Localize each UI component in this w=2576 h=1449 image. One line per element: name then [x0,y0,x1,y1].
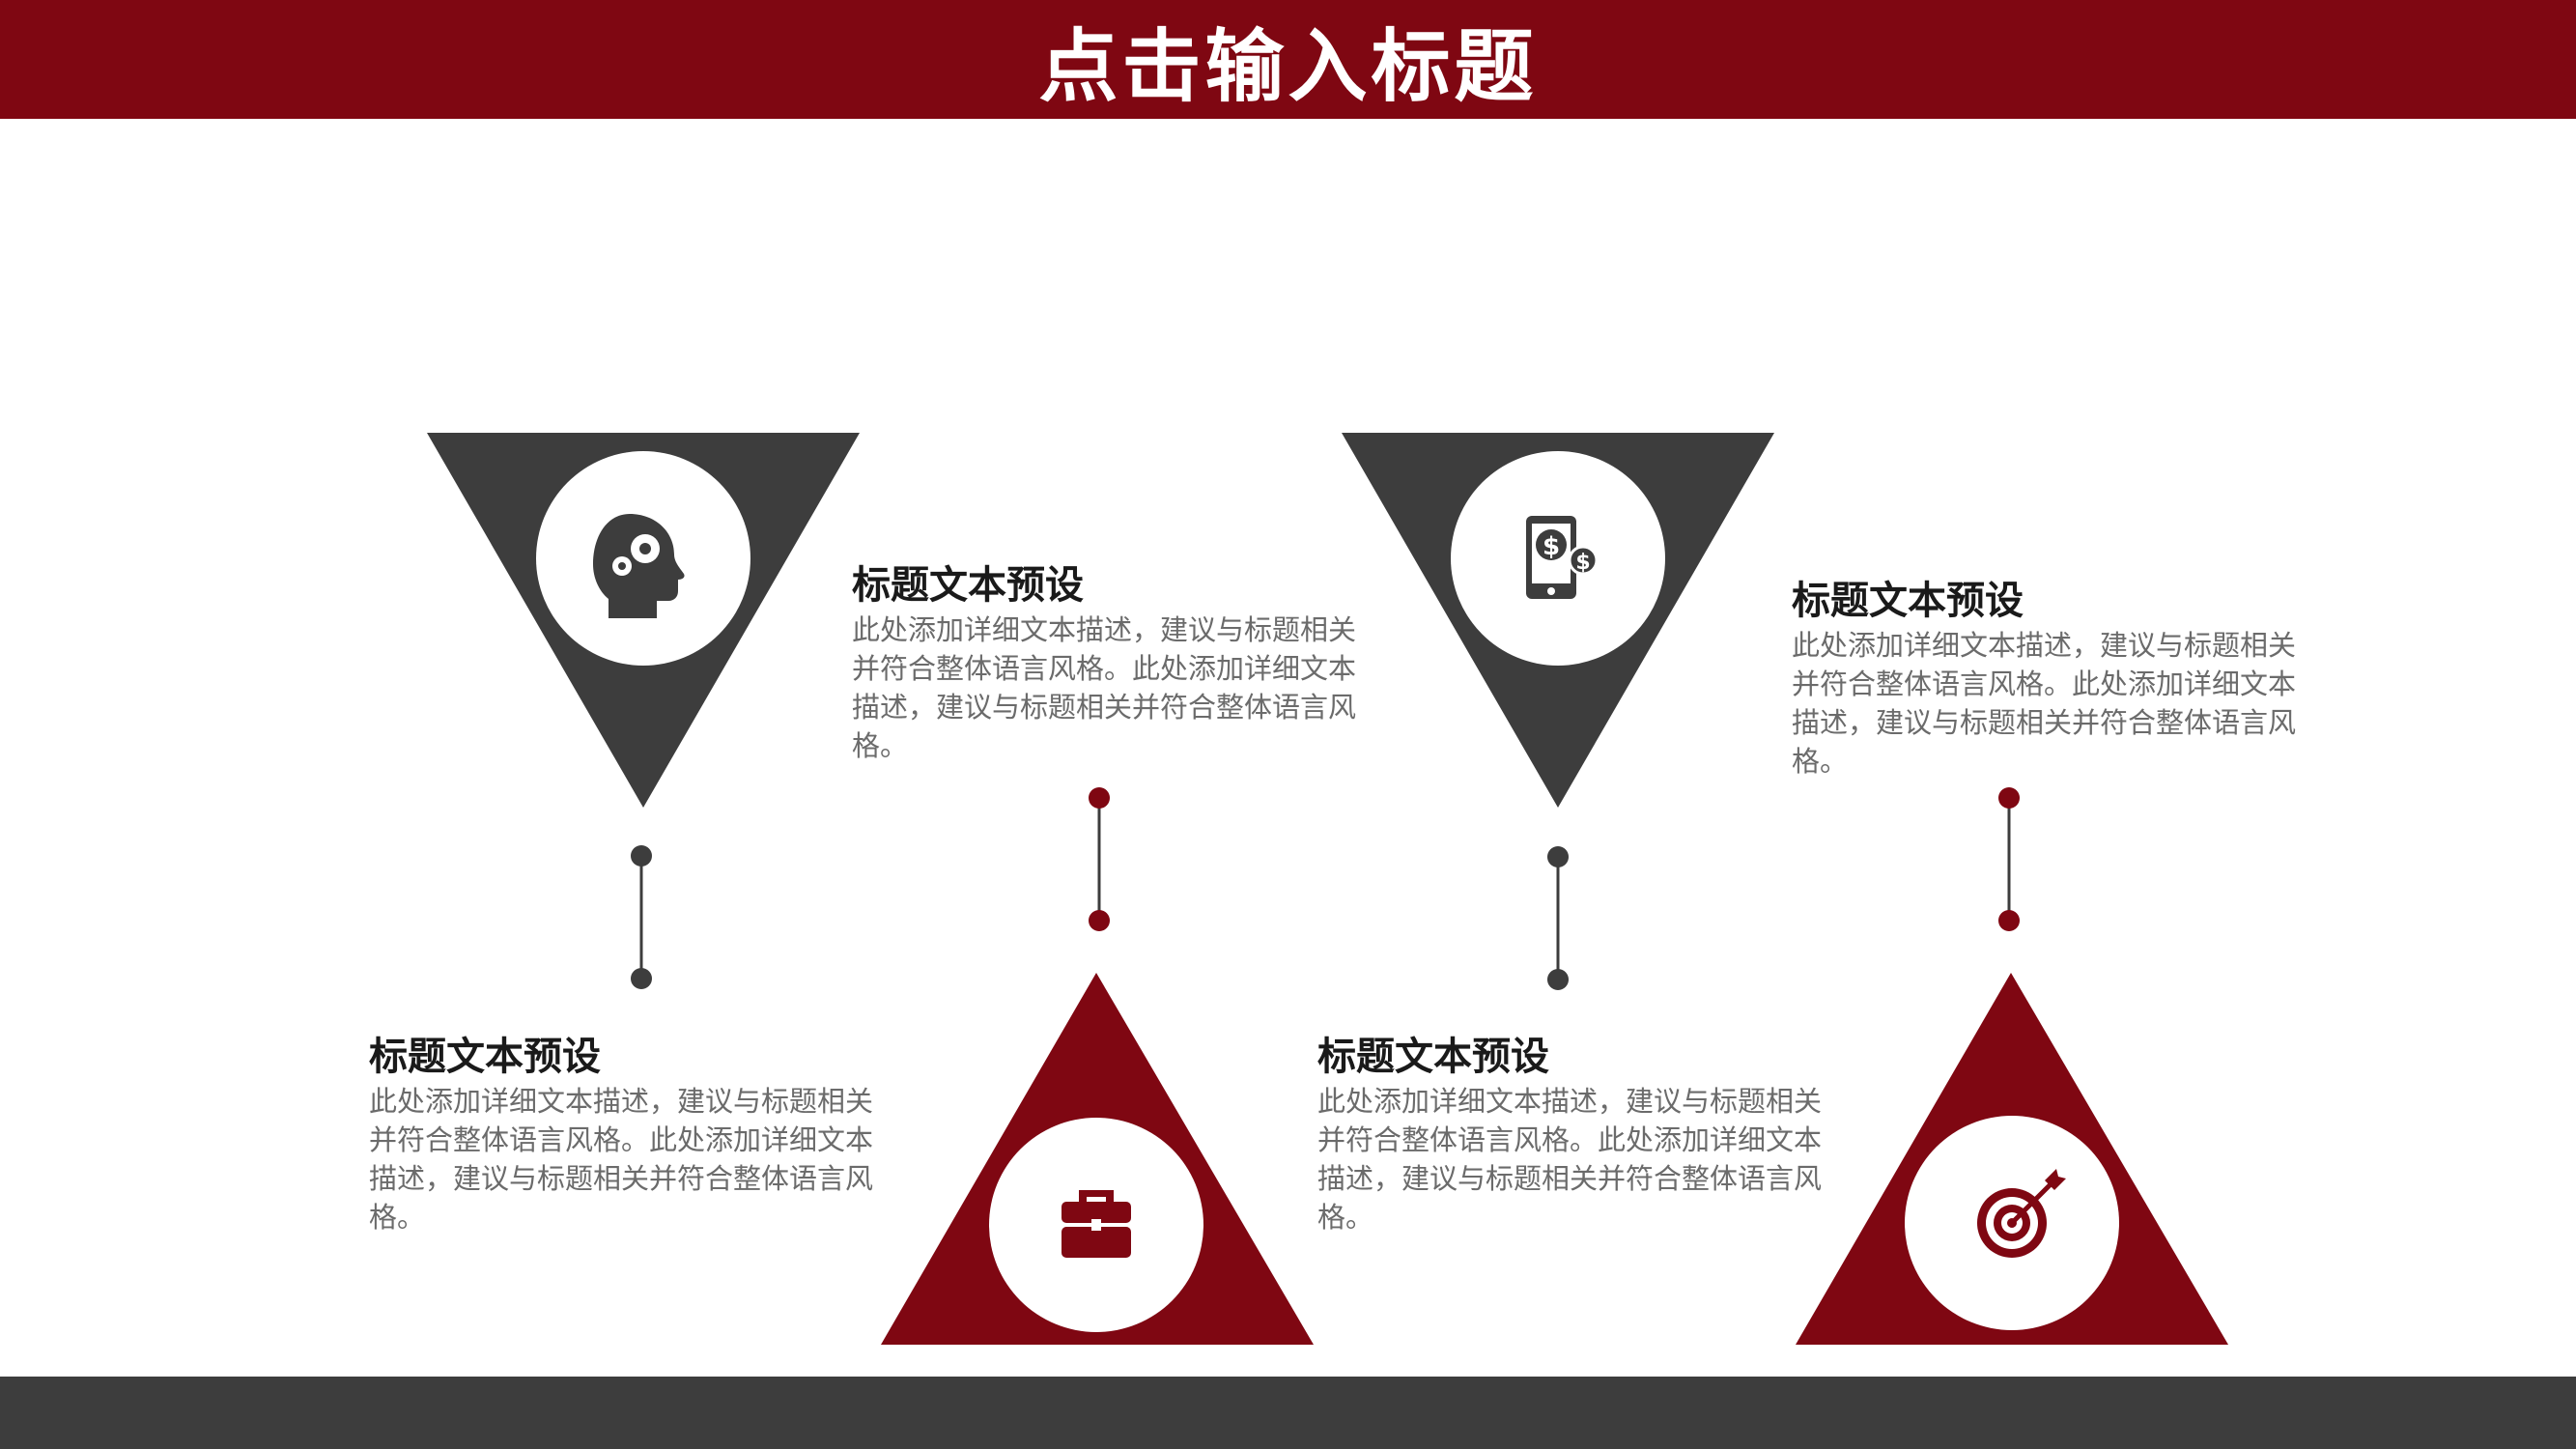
block-description: 此处添加详细文本描述，建议与标题相关并符合整体语言风格。此处添加详细文本描述，建… [1792,629,2297,778]
block-title: 标题文本预设 [1792,579,2024,623]
target-arrow-icon [1977,1169,2066,1258]
connector-dot-1b [631,968,652,989]
footer-bar [0,1377,2576,1449]
connector-dot-3b [1547,969,1569,990]
block-description: 此处添加详细文本描述，建议与标题相关并符合整体语言风格。此处添加详细文本描述，建… [1317,1085,1823,1234]
text-block-1: 标题文本预设 此处添加详细文本描述，建议与标题相关并符合整体语言风格。此处添加详… [852,562,1373,765]
block-description: 此处添加详细文本描述，建议与标题相关并符合整体语言风格。此处添加详细文本描述，建… [852,613,1357,762]
connector-dot-3a [1547,846,1569,867]
connector-dot-1a [631,845,652,867]
text-block-3: 标题文本预设 此处添加详细文本描述，建议与标题相关并符合整体语言风格。此处添加详… [1792,578,2313,781]
connector-dot-2b [1089,910,1110,931]
svg-text:$: $ [1575,551,1590,575]
block-description: 此处添加详细文本描述，建议与标题相关并符合整体语言风格。此处添加详细文本描述，建… [369,1085,874,1234]
text-block-4: 标题文本预设 此处添加详细文本描述，建议与标题相关并符合整体语言风格。此处添加详… [1317,1034,1839,1236]
connector-dot-4b [1998,910,2020,931]
text-block-2: 标题文本预设 此处添加详细文本描述，建议与标题相关并符合整体语言风格。此处添加详… [369,1034,891,1236]
block-title: 标题文本预设 [369,1035,601,1079]
block-title: 标题文本预设 [852,563,1084,608]
title-bar: 点击输入标题 [0,0,2576,119]
page-title: 点击输入标题 [1038,21,1538,113]
block-title: 标题文本预设 [1317,1035,1549,1079]
briefcase-icon [1062,1190,1131,1258]
connector-dot-2a [1089,787,1110,809]
head-gears-icon [593,514,685,618]
connector-dot-4a [1998,787,2020,809]
svg-text:$: $ [1543,532,1560,561]
tablet-dollar-icon: $ $ [1526,516,1599,599]
